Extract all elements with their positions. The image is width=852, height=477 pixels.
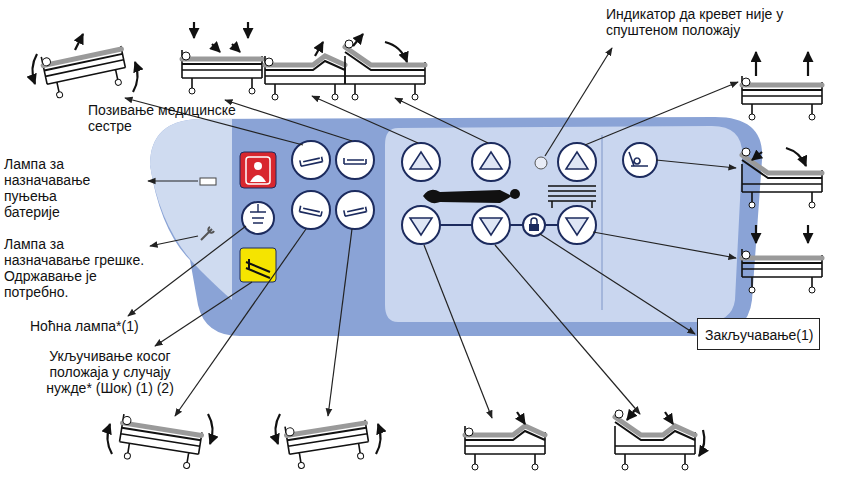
bed-position-picture <box>345 34 425 100</box>
nurse-call-button <box>240 152 276 188</box>
function-button <box>292 191 330 229</box>
down-button <box>402 206 440 244</box>
leader-arrow <box>155 282 252 346</box>
panel-left-tab <box>150 119 232 300</box>
up-button <box>402 143 440 181</box>
function-button <box>292 141 330 179</box>
bed-position-picture <box>32 34 137 100</box>
leader-arrow <box>312 96 418 143</box>
lamp-label: Ноћна лампа*(1) <box>30 318 160 334</box>
callout-label: Лампа за назначавање пуњења батерије <box>4 156 108 220</box>
bed-not-low-indicator <box>535 157 547 169</box>
down-button <box>472 206 510 244</box>
error-lamp <box>201 227 214 240</box>
up-button <box>472 143 510 181</box>
leader-arrow <box>148 180 198 181</box>
leader-arrow <box>545 48 612 156</box>
bed-position-picture <box>742 225 822 293</box>
function-button <box>336 191 374 229</box>
leader-arrow <box>395 98 488 143</box>
callout-label: Позивање медицинске сестре <box>88 102 238 134</box>
leader-arrow <box>225 100 352 141</box>
night-lamp-button <box>242 202 274 234</box>
emergency-tilt-button <box>240 248 276 282</box>
callout-label: Лампа за назначавање грешке. Одржавање ј… <box>4 236 146 300</box>
bed-position-picture <box>107 414 212 470</box>
callout-label: Укључивање косог положаја у случају нужд… <box>30 348 190 396</box>
callout-text: Закључавање(1) <box>705 327 812 343</box>
bed-position-picture <box>182 22 262 94</box>
leader-arrow <box>128 226 246 316</box>
lock-button <box>523 214 545 236</box>
callout-box: Закључавање(1) <box>697 318 820 350</box>
separator <box>602 135 603 310</box>
down-button <box>558 206 596 244</box>
bed-position-picture <box>742 148 822 208</box>
leader-arrow <box>585 82 738 145</box>
leader-arrow <box>328 229 352 416</box>
patient-symbol <box>423 190 512 203</box>
battery-lamp <box>200 178 216 185</box>
panel-right-area <box>385 126 742 322</box>
bed-position-picture <box>465 412 545 470</box>
leader-arrow <box>150 236 198 246</box>
leader-arrow <box>175 229 306 416</box>
function-button <box>336 141 374 179</box>
up-button <box>558 143 596 181</box>
bed-position-picture <box>275 414 380 470</box>
bed-position-picture <box>742 52 822 120</box>
bed-position-picture <box>615 410 704 470</box>
panel-housing <box>150 117 762 336</box>
leader-arrow <box>495 245 640 414</box>
bed-position-picture <box>265 42 345 100</box>
callout-label: Индикатор да кревет није у спуштеном пол… <box>606 6 846 38</box>
leader-arrow <box>656 160 736 168</box>
recline-button <box>623 143 657 177</box>
leader-arrow <box>540 234 695 334</box>
leader-arrow <box>593 232 736 258</box>
bed-symbol <box>548 186 596 208</box>
leader-arrow <box>424 245 492 418</box>
